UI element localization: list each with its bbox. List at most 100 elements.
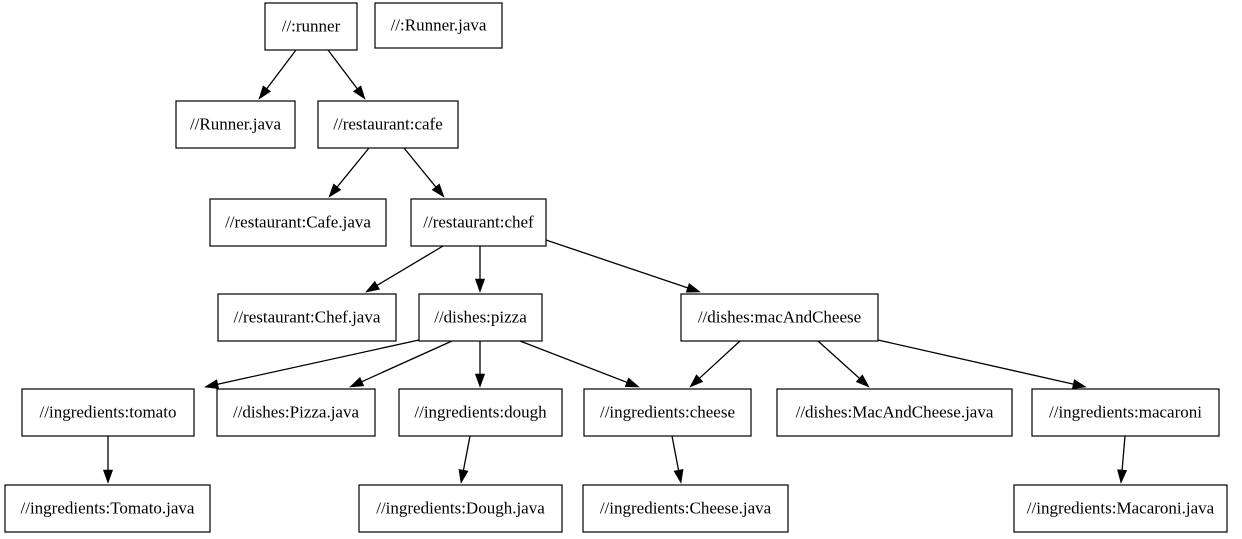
edge-line <box>519 340 628 383</box>
edge-arrowhead-icon <box>689 374 704 388</box>
edge-line <box>877 339 1074 385</box>
edge-line <box>217 339 420 385</box>
edge-line <box>1121 435 1126 471</box>
edge-arrowhead-icon <box>474 278 486 293</box>
node-box[interactable] <box>175 100 296 149</box>
node-box[interactable] <box>217 293 397 342</box>
graph-node-runner[interactable]: //:runner <box>264 2 358 51</box>
graph-node-dishes_pizza[interactable]: //dishes:pizza <box>418 293 543 342</box>
node-box[interactable] <box>680 293 879 342</box>
graph-node-ingredients_macaroni_java[interactable]: //ingredients:Macaroni.java <box>1013 484 1228 533</box>
edge-arrowhead-icon <box>365 280 380 293</box>
graph-node-restaurant_cafe_java[interactable]: //restaurant:Cafe.java <box>209 198 387 247</box>
graph-edge <box>671 435 684 484</box>
node-box[interactable] <box>1013 484 1228 533</box>
edge-arrowhead-icon <box>328 183 342 198</box>
nodes-layer: //:runner //:Runner.java //Runner.java //re… <box>4 2 1228 533</box>
node-label: //ingredients:dough <box>414 402 547 421</box>
graph-edge <box>403 147 445 198</box>
graph-edge <box>258 49 297 100</box>
graph-edge <box>327 49 366 100</box>
edge-arrowhead-icon <box>1117 469 1128 484</box>
graph-node-dishes_macandcheese[interactable]: //dishes:macAndCheese <box>680 293 879 342</box>
graph-edge <box>519 340 640 388</box>
graph-node-dishes_pizza_java[interactable]: //dishes:Pizza.java <box>216 388 376 437</box>
node-box[interactable] <box>317 100 459 149</box>
edge-arrowhead-icon <box>1071 379 1087 389</box>
graph-edge <box>204 339 420 390</box>
graph-edge <box>328 147 370 198</box>
edge-line <box>545 239 688 289</box>
graph-node-ingredients_tomato[interactable]: //ingredients:tomato <box>21 388 195 437</box>
node-box[interactable] <box>209 198 387 247</box>
node-box[interactable] <box>4 484 211 533</box>
edge-line <box>817 340 860 379</box>
edge-line <box>671 435 680 471</box>
edge-arrowhead-icon <box>673 468 684 484</box>
edge-line <box>361 340 453 383</box>
graph-edge <box>1117 435 1128 484</box>
node-label: //Runner.java <box>190 114 282 133</box>
node-box[interactable] <box>583 388 752 437</box>
node-label: //restaurant:Cafe.java <box>225 212 371 231</box>
node-label: //dishes:pizza <box>434 307 527 326</box>
node-box[interactable] <box>21 388 195 437</box>
graph-node-ingredients_cheese[interactable]: //ingredients:cheese <box>583 388 752 437</box>
node-box[interactable] <box>776 388 1013 437</box>
graph-edge <box>545 239 701 293</box>
node-box[interactable] <box>418 293 543 342</box>
graph-node-restaurant_cafe[interactable]: //restaurant:cafe <box>317 100 459 149</box>
edge-arrowhead-icon <box>352 85 366 100</box>
edge-line <box>462 435 471 471</box>
node-label: //ingredients:tomato <box>40 402 177 421</box>
edge-line <box>266 49 297 90</box>
graph-edge <box>365 245 444 293</box>
node-box[interactable] <box>374 2 503 49</box>
edge-arrowhead-icon <box>102 469 114 484</box>
edges-layer <box>102 49 1128 484</box>
graph-edge <box>877 339 1087 389</box>
edge-line <box>327 49 358 90</box>
node-box[interactable] <box>582 484 789 533</box>
graph-node-ingredients_dough_java[interactable]: //ingredients:Dough.java <box>358 484 563 533</box>
node-label: //restaurant:Chef.java <box>234 307 381 326</box>
graph-edge <box>474 341 486 388</box>
graph-edge <box>817 340 870 388</box>
graph-edge <box>349 340 453 388</box>
node-box[interactable] <box>358 484 563 533</box>
edge-arrowhead-icon <box>855 374 870 388</box>
graph-edge <box>689 340 741 388</box>
graph-node-ingredients_dough[interactable]: //ingredients:dough <box>398 388 563 437</box>
edge-line <box>336 147 370 188</box>
node-box[interactable] <box>410 198 547 247</box>
graph-node-restaurant_chef_java[interactable]: //restaurant:Chef.java <box>217 293 397 342</box>
node-label: //ingredients:Macaroni.java <box>1027 498 1215 517</box>
node-label: //ingredients:Tomato.java <box>21 498 195 517</box>
edge-arrowhead-icon <box>349 376 365 388</box>
edge-line <box>699 340 741 379</box>
graph-node-ingredients_macaroni[interactable]: //ingredients:macaroni <box>1031 388 1220 437</box>
edge-arrowhead-icon <box>458 468 469 484</box>
node-box[interactable] <box>1031 388 1220 437</box>
edge-arrowhead-icon <box>685 282 701 293</box>
node-label: //dishes:Pizza.java <box>233 402 360 421</box>
node-box[interactable] <box>264 2 358 51</box>
node-label: //:runner <box>282 16 341 35</box>
node-label: //:Runner.java <box>391 15 487 34</box>
edge-arrowhead-icon <box>624 377 640 388</box>
graph-node-ingredients_tomato_java[interactable]: //ingredients:Tomato.java <box>4 484 211 533</box>
edge-line <box>376 245 444 286</box>
node-label: //ingredients:macaroni <box>1049 402 1202 421</box>
graph-node-ingredients_cheese_java[interactable]: //ingredients:Cheese.java <box>582 484 789 533</box>
graph-node-restaurant_chef[interactable]: //restaurant:chef <box>410 198 547 247</box>
edge-line <box>403 147 437 188</box>
node-label: //dishes:MacAndCheese.java <box>796 402 994 421</box>
graph-node-runner_java[interactable]: //Runner.java <box>175 100 296 149</box>
graph-node-root_runner_java[interactable]: //:Runner.java <box>374 2 503 49</box>
graph-node-dishes_macandcheese_java[interactable]: //dishes:MacAndCheese.java <box>776 388 1013 437</box>
node-label: //ingredients:Dough.java <box>376 498 545 517</box>
node-box[interactable] <box>216 388 376 437</box>
node-box[interactable] <box>398 388 563 437</box>
